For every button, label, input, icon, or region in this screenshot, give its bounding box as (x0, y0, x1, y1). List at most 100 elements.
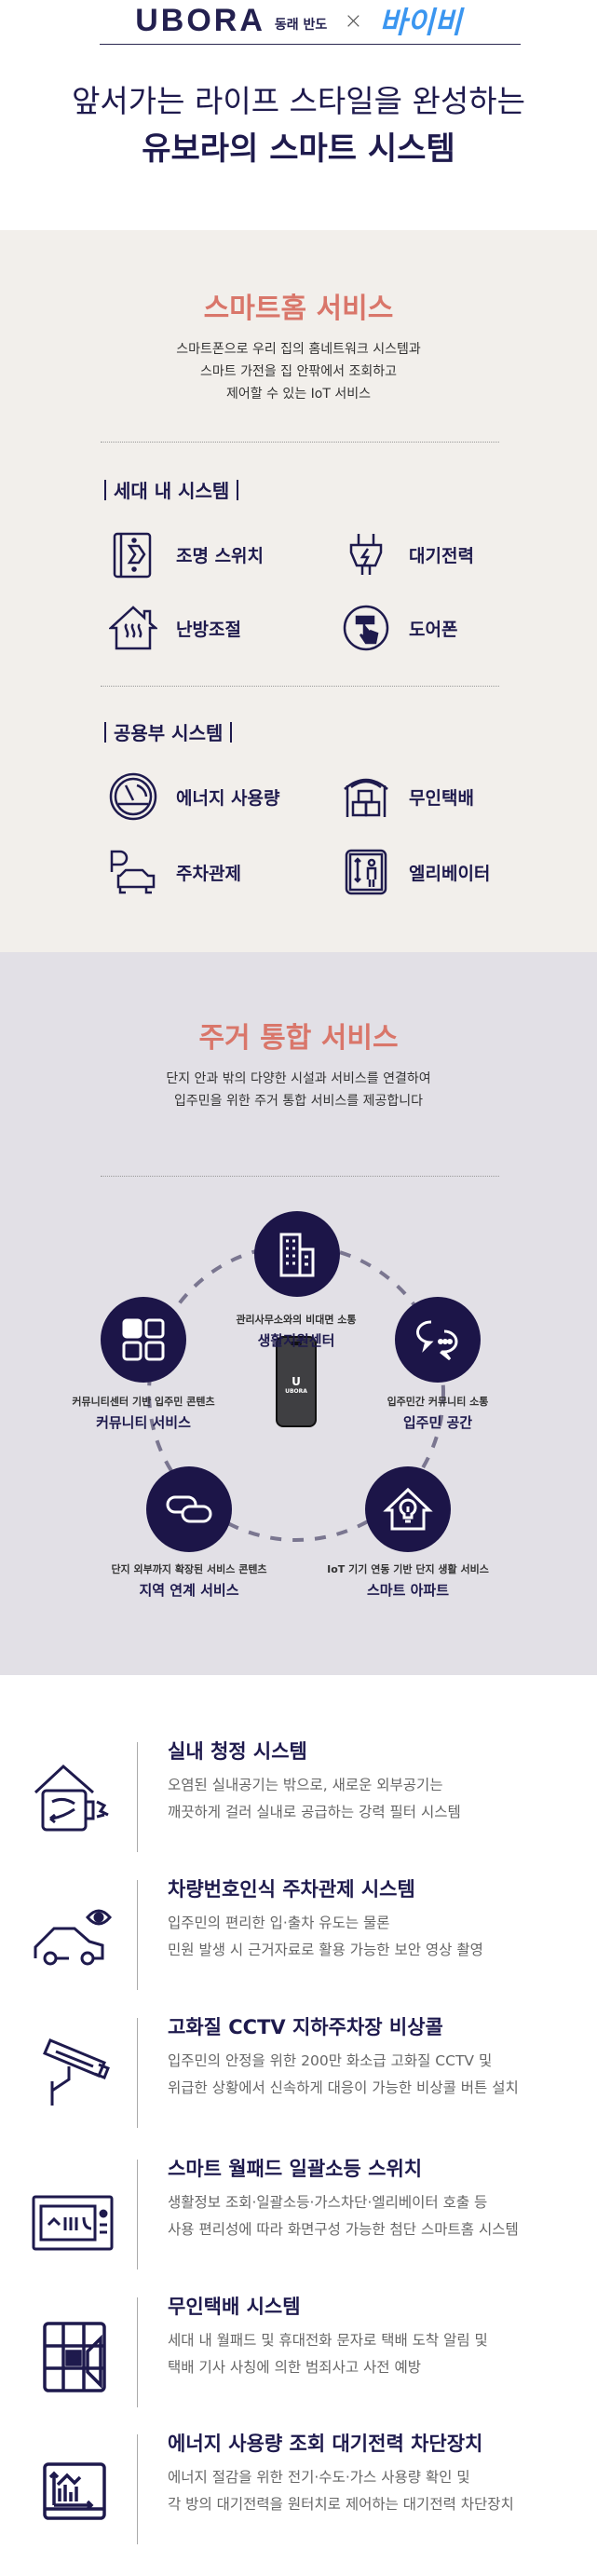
item-doorphone: 도어폰 (342, 604, 457, 652)
locker-icon (43, 2322, 106, 2392)
phone-notch (291, 1342, 302, 1345)
wallpad-icon (32, 2195, 114, 2251)
feature-title: 에너지 사용량 조회 대기전력 차단장치 (168, 2433, 483, 2455)
dotted-divider (101, 686, 499, 687)
desc-line: 택배 기사 사칭에 의한 범죄사고 사전 예방 (168, 2359, 421, 2376)
smart-home-section (0, 230, 597, 952)
heading-bar (104, 721, 106, 743)
item-label: 도어폰 (409, 619, 458, 640)
feature-wallpad: 스마트 월패드 일괄소등 스위치 생활정보 조회·일괄소등·가스차단·엘리베이터… (0, 2158, 597, 2301)
integrated-desc: 단지 안과 밖의 다양한 시설과 서비스를 연결하여 입주민을 위한 주거 통합… (0, 1068, 597, 1112)
parking-icon (110, 850, 156, 894)
chat-icon (416, 1320, 458, 1361)
node-name: 커뮤니티 서비스 (96, 1414, 191, 1431)
feature-energy: 에너지 사용량 조회 대기전력 차단장치 에너지 절감을 위한 전기·수도·가스… (0, 2433, 597, 2576)
feature-cctv: 고화질 CCTV 지하주차장 비상콜 입주민의 안정을 위한 200만 화소급 … (0, 2016, 597, 2160)
item-parcel: 무인택배 (342, 772, 474, 821)
smart-house-icon (383, 1487, 433, 1531)
desc-line: 에너지 절감을 위한 전기·수도·가스 사용량 확인 및 (168, 2469, 470, 2486)
light-switch-icon (113, 532, 152, 579)
node-name: 입주민 공간 (402, 1414, 473, 1431)
car-eye-icon (34, 1909, 112, 1966)
collab-x: × (344, 7, 363, 34)
desc-line: 스마트폰으로 우리 집의 홈네트워크 시스템과 (176, 342, 421, 357)
dotted-divider (101, 1176, 499, 1177)
feature-title: 스마트 월패드 일괄소등 스위치 (168, 2158, 423, 2180)
doorphone-icon (343, 605, 389, 651)
building-icon (279, 1233, 315, 1277)
heading-bar (104, 479, 106, 500)
smart-home-title: 스마트홈 서비스 (203, 293, 394, 325)
item-standby-power: 대기전력 (342, 530, 474, 579)
page-title-line2: 유보라의 스마트 시스템 (142, 130, 455, 168)
node-name: 생활지원센터 (257, 1332, 335, 1349)
item-energy-usage: 에너지 사용량 (109, 772, 280, 821)
desc-line: 각 방의 대기전력을 원터치로 제어하는 대기전력 차단장치 (168, 2496, 514, 2513)
feature-divider (137, 2434, 138, 2544)
header-divider (100, 44, 521, 45)
grid-icon (122, 1318, 165, 1361)
desc-line: 스마트 가전을 집 안팎에서 조회하고 (200, 364, 397, 379)
node-sub: IoT 기기 연동 기반 단지 생활 서비스 (327, 1563, 489, 1575)
group-heading-household: 세대 내 시스템 (104, 476, 239, 503)
item-label: 조명 스위치 (176, 545, 265, 566)
brand-logos: UBORA 동래 반도 × 바이비 (0, 2, 597, 41)
feature-title: 고화질 CCTV 지하주차장 비상콜 (168, 2016, 443, 2038)
u-mark: U (292, 1375, 301, 1388)
node-living-support (254, 1211, 340, 1297)
node-community (101, 1297, 186, 1383)
elevator-icon (345, 849, 387, 895)
phone-logo-text: UBORA (285, 1388, 307, 1395)
desc-line: 민원 발생 시 근거자료로 활용 가능한 보안 영상 촬영 (168, 1942, 483, 1958)
page-title-line1: 앞서가는 라이프 스타일을 완성하는 (72, 83, 525, 119)
node-sub: 입주민간 커뮤니티 소통 (387, 1396, 489, 1408)
node-resident-space (395, 1297, 481, 1383)
item-label: 엘리베이터 (409, 863, 491, 884)
gauge-icon (109, 772, 157, 821)
node-smart-apartment (365, 1466, 451, 1552)
heading-bar (237, 479, 239, 500)
heading-bar (230, 721, 233, 743)
heating-icon (109, 606, 157, 650)
item-label: 난방조절 (176, 619, 241, 640)
node-regional (146, 1466, 232, 1552)
desc-line: 세대 내 월패드 및 휴대전화 문자로 택배 도착 알림 및 (168, 2332, 488, 2349)
item-label: 대기전력 (409, 545, 474, 566)
feature-divider (137, 1742, 138, 1852)
heading-text: 공용부 시스템 (114, 722, 224, 744)
group-heading-common: 공용부 시스템 (104, 718, 233, 745)
node-sub: 단지 외부까지 확장된 서비스 콘텐츠 (111, 1563, 267, 1575)
ubora-logo: UBORA (135, 2, 265, 38)
node-name: 스마트 아파트 (366, 1582, 450, 1599)
desc-line: 깨끗하게 걸러 실내로 공급하는 강력 필터 시스템 (168, 1804, 461, 1820)
feature-divider (137, 1880, 138, 1990)
dotted-divider (101, 442, 499, 443)
feature-title: 무인택배 시스템 (168, 2296, 301, 2318)
desc-line: 사용 편리성에 따라 화면구성 가능한 첨단 스마트홈 시스템 (168, 2221, 519, 2238)
plug-icon (349, 534, 383, 575)
desc-line: 생활정보 조회·일괄소등·가스차단·엘리베이터 호출 등 (168, 2194, 488, 2211)
node-name: 지역 연계 서비스 (139, 1582, 239, 1599)
item-parking: 주차관제 (109, 848, 241, 896)
cctv-icon (43, 2038, 110, 2106)
desc-line: 오염된 실내공기는 밖으로, 새로운 외부공기는 (168, 1777, 443, 1793)
integrated-service-section (0, 952, 597, 1675)
heading-text: 세대 내 시스템 (114, 480, 230, 502)
desc-line: 입주민의 안정을 위한 200만 화소급 고화질 CCTV 및 (168, 2052, 493, 2069)
link-icon (166, 1495, 212, 1523)
item-label: 주차관제 (176, 863, 241, 884)
parcel-icon (344, 778, 388, 817)
